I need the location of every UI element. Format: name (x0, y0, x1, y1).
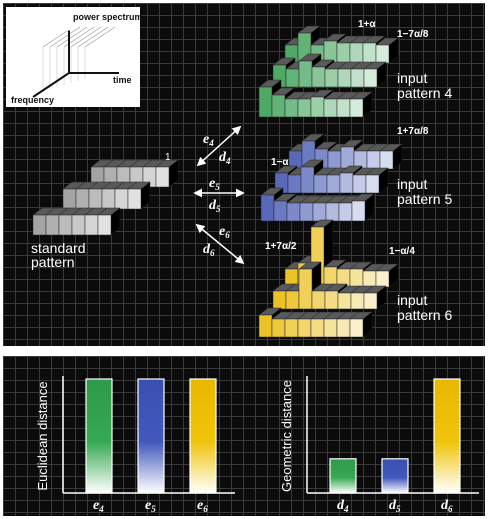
euclidean-tick-4: e4 (93, 498, 104, 514)
pattern5-label-b: 1+7α/8 (397, 126, 429, 137)
euclidean-bar-4 (85, 378, 113, 494)
pattern4-block (375, 37, 399, 64)
euclidean-chart: Euclidean distance e4 e5 e6 (35, 376, 235, 514)
inset-gridlines (42, 26, 116, 91)
pattern5-block (351, 193, 375, 222)
standard-label-line1: standard (31, 240, 85, 256)
geometric-bars (329, 378, 461, 494)
geometric-bar-5 (381, 458, 409, 494)
bar-charts-panel: Euclidean distance e4 e5 e6 Geometric dist… (3, 356, 485, 516)
axis-label-frequency: frequency (11, 95, 54, 105)
pattern6-block (363, 285, 387, 310)
geometric-ylabel: Geometric distance (279, 380, 294, 492)
pattern4-block (349, 91, 373, 118)
pattern5-line2: pattern 5 (397, 191, 452, 207)
pattern4-label-a: 1+α (358, 19, 376, 30)
standard-block (97, 207, 121, 236)
arrow-to-pattern-4 (196, 125, 242, 167)
label-d6: d6 (203, 242, 215, 258)
label-e4: e4 (203, 132, 214, 148)
diagram-canvas: power spectrum time frequency standard p… (6, 7, 452, 338)
pattern6-label-a: 1+7α/2 (265, 241, 297, 252)
euclidean-ylabel: Euclidean distance (35, 381, 50, 490)
label-e5: e5 (209, 176, 220, 192)
standard-block (127, 181, 151, 210)
bar-charts-canvas: Euclidean distance e4 e5 e6 Geometric dist… (35, 376, 479, 514)
pattern4-line2: pattern 4 (397, 85, 452, 101)
pattern5-block (379, 143, 403, 170)
euclidean-tick-labels: e4 e5 e6 (93, 498, 208, 514)
standard-corner-label: 1 (165, 152, 171, 163)
label-e6: e6 (219, 224, 230, 240)
axis-label-power: power spectrum (73, 12, 143, 22)
geometric-tick-4: d4 (337, 498, 349, 514)
inset-gridline (49, 26, 81, 48)
euclidean-tick-6: e6 (197, 498, 208, 514)
pattern6-block (375, 263, 399, 288)
axis-frequency-arrow (32, 72, 70, 98)
standard-block (155, 159, 179, 188)
geometric-bar-6 (433, 378, 461, 494)
diagram-panel: power spectrum time frequency standard p… (3, 3, 485, 346)
axis-label-time: time (113, 75, 132, 85)
arrow-to-pattern-6 (195, 223, 245, 265)
pattern6-label-b: 1−α/4 (389, 246, 415, 257)
geometric-tick-labels: d4 d5 d6 (337, 498, 453, 514)
pattern6-line2: pattern 6 (397, 307, 452, 323)
euclidean-tick-5: e5 (145, 498, 156, 514)
label-d4: d4 (219, 150, 231, 166)
euclidean-bars (85, 378, 217, 494)
block-patterns (32, 25, 403, 338)
euclidean-bar-5 (137, 378, 165, 494)
geometric-bar-4 (329, 458, 357, 494)
pattern5-label-a: 1−α (271, 157, 289, 168)
geometric-tick-5: d5 (389, 498, 401, 514)
geometric-tick-6: d6 (441, 498, 453, 514)
inset-gridline (56, 26, 88, 48)
label-d5: d5 (209, 198, 221, 214)
pattern5-line1: input (397, 176, 427, 192)
pattern6-line1: input (397, 292, 427, 308)
pattern4-block (363, 61, 387, 88)
pattern4-line1: input (397, 70, 427, 86)
inset-gridline (77, 26, 109, 48)
pattern5-block (365, 167, 389, 194)
inset-gridline (70, 26, 102, 48)
geometric-chart: Geometric distance d4 d5 d6 (279, 376, 479, 514)
euclidean-bar-6 (189, 378, 217, 494)
standard-label-line2: pattern (31, 254, 75, 270)
pattern6-block (349, 311, 373, 338)
pattern4-label-b: 1−7α/8 (397, 29, 429, 40)
inset-axes: power spectrum time frequency (6, 7, 143, 107)
inset-gridline (84, 26, 116, 48)
